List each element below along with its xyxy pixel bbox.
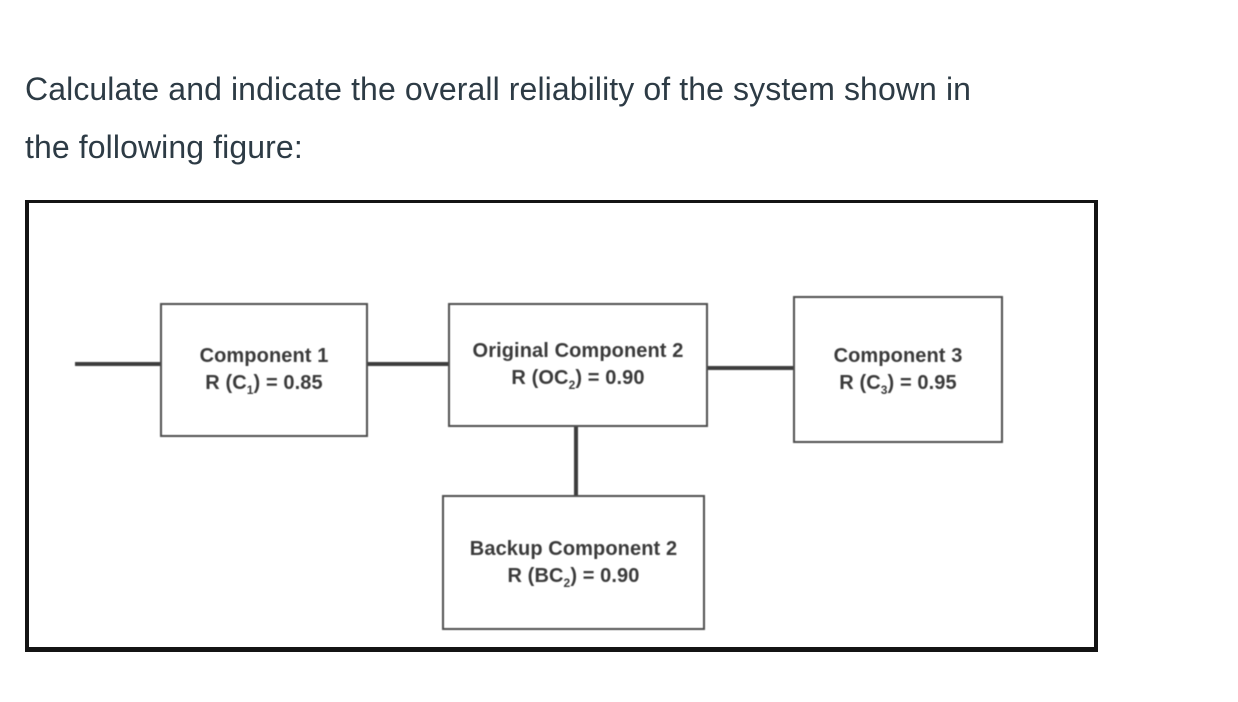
original-component-2-name: Original Component 2 xyxy=(472,340,684,362)
reliability-value: ) = 0.85 xyxy=(253,372,323,394)
original-component-2-reliability: R (OC2) = 0.90 xyxy=(511,365,644,392)
backup-component-2-box: Backup Component 2 R (BC2) = 0.90 xyxy=(442,495,705,630)
component-1-reliability: R (C1) = 0.85 xyxy=(205,370,322,397)
question-text: Calculate and indicate the overall relia… xyxy=(25,60,1215,176)
component-3-reliability: R (C3) = 0.95 xyxy=(839,370,956,397)
reliability-subscript: 2 xyxy=(568,378,576,392)
reliability-prefix: R (C xyxy=(205,372,247,394)
component-3-box: Component 3 R (C3) = 0.95 xyxy=(793,296,1003,443)
reliability-value: ) = 0.95 xyxy=(887,371,957,394)
reliability-prefix: R (BC xyxy=(507,564,564,587)
reliability-prefix: R (OC xyxy=(511,367,569,389)
component-3-name: Component 3 xyxy=(833,344,963,367)
reliability-value: ) = 0.90 xyxy=(570,564,640,587)
original-component-2-box: Original Component 2 R (OC2) = 0.90 xyxy=(448,303,708,427)
reliability-value: ) = 0.90 xyxy=(575,367,645,389)
connector-original2-to-backup2 xyxy=(574,427,578,495)
backup-component-2-name: Backup Component 2 xyxy=(469,537,678,560)
connector-component1-to-original2 xyxy=(368,362,448,366)
connector-original2-to-component3 xyxy=(708,366,793,370)
reliability-subscript: 1 xyxy=(246,383,254,397)
question-line-2: the following figure: xyxy=(25,129,303,165)
reliability-subscript: 2 xyxy=(563,575,571,590)
component-1-box: Component 1 R (C1) = 0.85 xyxy=(160,303,368,437)
question-line-1: Calculate and indicate the overall relia… xyxy=(25,71,972,107)
reliability-block-diagram: Component 1 R (C1) = 0.85 Original Compo… xyxy=(29,203,1094,647)
reliability-figure-frame: Component 1 R (C1) = 0.85 Original Compo… xyxy=(25,200,1098,652)
input-connector-line xyxy=(75,362,160,366)
reliability-prefix: R (C xyxy=(839,371,881,394)
reliability-subscript: 3 xyxy=(880,382,888,397)
backup-component-2-reliability: R (BC2) = 0.90 xyxy=(507,563,639,590)
component-1-name: Component 1 xyxy=(199,345,329,367)
